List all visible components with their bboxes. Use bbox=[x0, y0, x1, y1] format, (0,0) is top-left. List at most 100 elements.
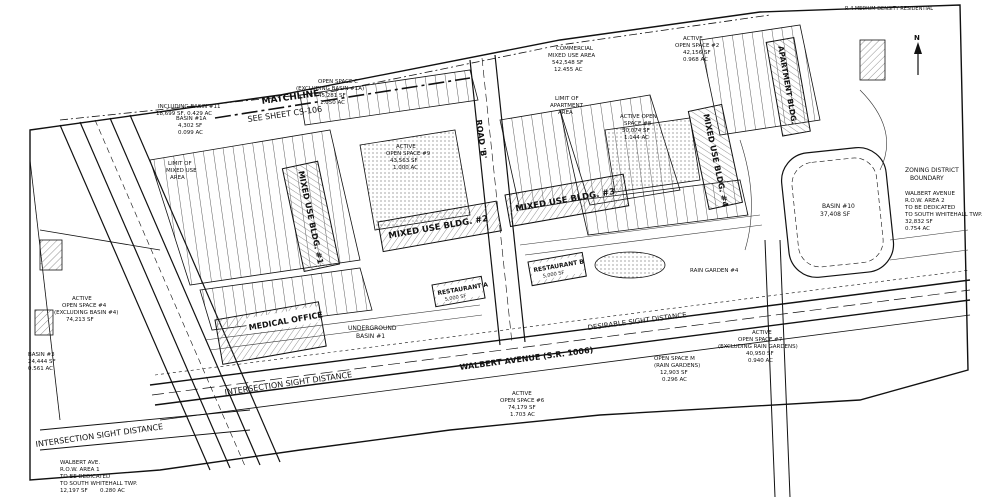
b1a-line1: BASIN #1A bbox=[176, 116, 207, 122]
os2-line2: OPEN SPACE #2 bbox=[675, 43, 719, 49]
row1-line1: WALBERT AVE. bbox=[60, 460, 100, 466]
rain-garden-label: RAIN GARDEN #4 bbox=[690, 268, 739, 274]
limit-mixed-use: LIMIT OF MIXED USE AREA bbox=[166, 161, 197, 181]
row2-line6: 0.754 AC bbox=[905, 226, 930, 232]
os7-line4: 40,950 SF bbox=[746, 351, 774, 357]
osm-line1: OPEN SPACE M bbox=[654, 356, 695, 362]
basin-11: INCLUDING BASIN #11 18,699 SF, 0.429 AC bbox=[156, 104, 221, 117]
open-space-6: ACTIVE OPEN SPACE #6 74,179 SF 1.703 AC bbox=[500, 391, 545, 418]
restaurant-a: RESTAURANT A 5,000 SF bbox=[431, 275, 489, 308]
os6-line1: ACTIVE bbox=[512, 391, 532, 397]
row2-line5: 32,832 SF bbox=[905, 219, 933, 225]
zoning-boundary: ZONING DISTRICT BOUNDARY bbox=[905, 167, 959, 182]
commercial-line1: COMMERCIAL bbox=[556, 46, 594, 52]
mixed-use-bldg-4: MIXED USE BLDG. #4 bbox=[687, 103, 744, 210]
restaurant-b: RESTAURANT B 5,000 SF bbox=[527, 251, 587, 287]
curb-details bbox=[204, 89, 969, 351]
row1-line4: TO SOUTH WHITEHALL TWP. bbox=[59, 481, 138, 487]
commercial-area: COMMERCIAL MIXED USE AREA 542,548 SF 12.… bbox=[548, 46, 595, 73]
row2-line1: WALBERT AVENUE bbox=[905, 191, 956, 197]
open-space-7: ACTIVE OPEN SPACE #7 (EXCLUDING RAIN GAR… bbox=[718, 330, 798, 364]
osc-line3: 45,281 SF bbox=[318, 93, 346, 99]
os6-line2: OPEN SPACE #6 bbox=[500, 398, 545, 404]
b11-line2: 18,699 SF, 0.429 AC bbox=[156, 111, 212, 117]
commercial-line4: 12.455 AC bbox=[554, 67, 583, 73]
row1-line6: 0.280 AC bbox=[100, 488, 125, 494]
walbert-row-area-1: WALBERT AVE. R.O.W. AREA 1 TO BE DEDICAT… bbox=[59, 460, 138, 494]
osc-line2: (EXCLUDING BASIN #1A) bbox=[296, 86, 364, 92]
open-space-4: ACTIVE OPEN SPACE #4 (EXCLUDING BASIN #4… bbox=[54, 296, 118, 323]
ub1-line2: BASIN #1 bbox=[356, 333, 385, 340]
commercial-line2: MIXED USE AREA bbox=[548, 53, 595, 59]
open-space-2: ACTIVE OPEN SPACE #2 42,156 SF 0.968 AC bbox=[675, 36, 719, 63]
os8-line1: ACTIVE OPEN bbox=[620, 114, 657, 120]
osm-line2: (RAIN GARDENS) bbox=[654, 363, 700, 369]
north-arrow-icon: N bbox=[914, 34, 922, 75]
os9-line2: OPEN SPACE #9 bbox=[386, 151, 431, 157]
open-space-m: OPEN SPACE M (RAIN GARDENS) 12,903 SF 0.… bbox=[654, 356, 700, 383]
osc-line1: OPEN SPACE C bbox=[318, 79, 358, 85]
commercial-line3: 542,548 SF bbox=[552, 60, 583, 66]
osm-line3: 12,903 SF bbox=[660, 370, 688, 376]
osm-line4: 0.296 AC bbox=[662, 377, 687, 383]
rain-garden-shape bbox=[594, 251, 666, 279]
open-space-c: OPEN SPACE C (EXCLUDING BASIN #1A) 45,28… bbox=[296, 79, 364, 106]
underground-basin-1: UNDERGROUND BASIN #1 bbox=[348, 325, 397, 340]
ub1-line1: UNDERGROUND bbox=[348, 325, 397, 332]
row1-line2: R.O.W. AREA 1 bbox=[60, 467, 100, 473]
osc-line4: 1.050 AC bbox=[320, 100, 345, 106]
limit-apartment-3: AREA bbox=[558, 110, 573, 116]
os6-line3: 74,179 SF bbox=[508, 405, 536, 411]
limit-mixed-1: LIMIT OF bbox=[168, 161, 192, 167]
walbert-row-area-2: WALBERT AVENUE R.O.W. AREA 2 TO BE DEDIC… bbox=[904, 191, 983, 232]
os7-line5: 0.940 AC bbox=[748, 358, 773, 364]
north-arrow-label: N bbox=[914, 34, 920, 42]
b1a-line2: 4,302 SF bbox=[178, 123, 202, 129]
small-structures bbox=[34, 39, 886, 336]
apartment-bldg: APARTMENT BLDG. bbox=[765, 36, 811, 137]
os4-line3: (EXCLUDING BASIN #4) bbox=[54, 310, 118, 316]
os4-line2: OPEN SPACE #4 bbox=[62, 303, 107, 309]
os7-line2: OPEN SPACE #7 bbox=[738, 337, 783, 343]
site-boundary bbox=[29, 4, 969, 481]
row2-line4: TO SOUTH WHITEHALL TWP. bbox=[904, 212, 983, 218]
b3-line1: BASIN #3 bbox=[28, 352, 55, 358]
limit-apartment-2: APARTMENT bbox=[550, 103, 584, 109]
b3-line3: 0.561 AC bbox=[28, 366, 53, 372]
b3-line2: 24,444 SF bbox=[28, 359, 56, 365]
walbert-avenue bbox=[39, 269, 971, 451]
basin-3: BASIN #3 24,444 SF 0.561 AC bbox=[28, 352, 56, 372]
open-space-9: ACTIVE OPEN SPACE #9 43,563 SF 1.000 AC bbox=[386, 144, 431, 171]
os8-line4: 1.144 AC bbox=[624, 135, 649, 141]
basin-1a: BASIN #1A 4,302 SF 0.099 AC bbox=[176, 116, 207, 136]
os9-line3: 43,563 SF bbox=[390, 158, 418, 164]
os7-line3: (EXCLUDING RAIN GARDENS) bbox=[718, 344, 798, 350]
b11-line1: INCLUDING BASIN #11 bbox=[158, 104, 221, 110]
os2-line3: 42,156 SF bbox=[683, 50, 711, 56]
b1a-line3: 0.099 AC bbox=[178, 130, 203, 136]
open-space-8: ACTIVE OPEN SPACE #8 50,074 SF 1.144 AC bbox=[620, 114, 657, 141]
row1-line5: 12,197 SF bbox=[60, 488, 88, 494]
os2-line4: 0.968 AC bbox=[683, 57, 708, 63]
east-road bbox=[764, 239, 791, 497]
medical-office: MEDICAL OFFICE bbox=[214, 301, 327, 365]
os4-line1: ACTIVE bbox=[72, 296, 92, 302]
restaurant-a-area: 5,000 SF bbox=[444, 293, 467, 303]
limit-apartment-1: LIMIT OF bbox=[555, 96, 579, 102]
restaurant-b-area: 5,000 SF bbox=[542, 270, 565, 280]
row2-line3: TO BE DEDICATED bbox=[904, 205, 955, 211]
row1-line3: TO BE DEDICATED bbox=[59, 474, 110, 480]
os8-line3: 50,074 SF bbox=[622, 128, 650, 134]
mixed-use-bldg-3: MIXED USE BLDG. #3 bbox=[504, 173, 630, 228]
os9-line4: 1.000 AC bbox=[393, 165, 418, 171]
os2-line1: ACTIVE bbox=[683, 36, 703, 42]
basin-10-name: BASIN #10 bbox=[822, 203, 855, 210]
basin-10-area: 37,408 SF bbox=[820, 211, 851, 218]
medium-density-label: R-4 MEDIUM DENSITY RESIDENTIAL bbox=[845, 6, 933, 12]
row2-line2: R.O.W. AREA 2 bbox=[905, 198, 945, 204]
os7-line1: ACTIVE bbox=[752, 330, 772, 336]
zoning-line2: BOUNDARY bbox=[910, 175, 944, 182]
os4-line4: 74,213 SF bbox=[66, 317, 94, 323]
os6-line4: 1.703 AC bbox=[510, 412, 535, 418]
